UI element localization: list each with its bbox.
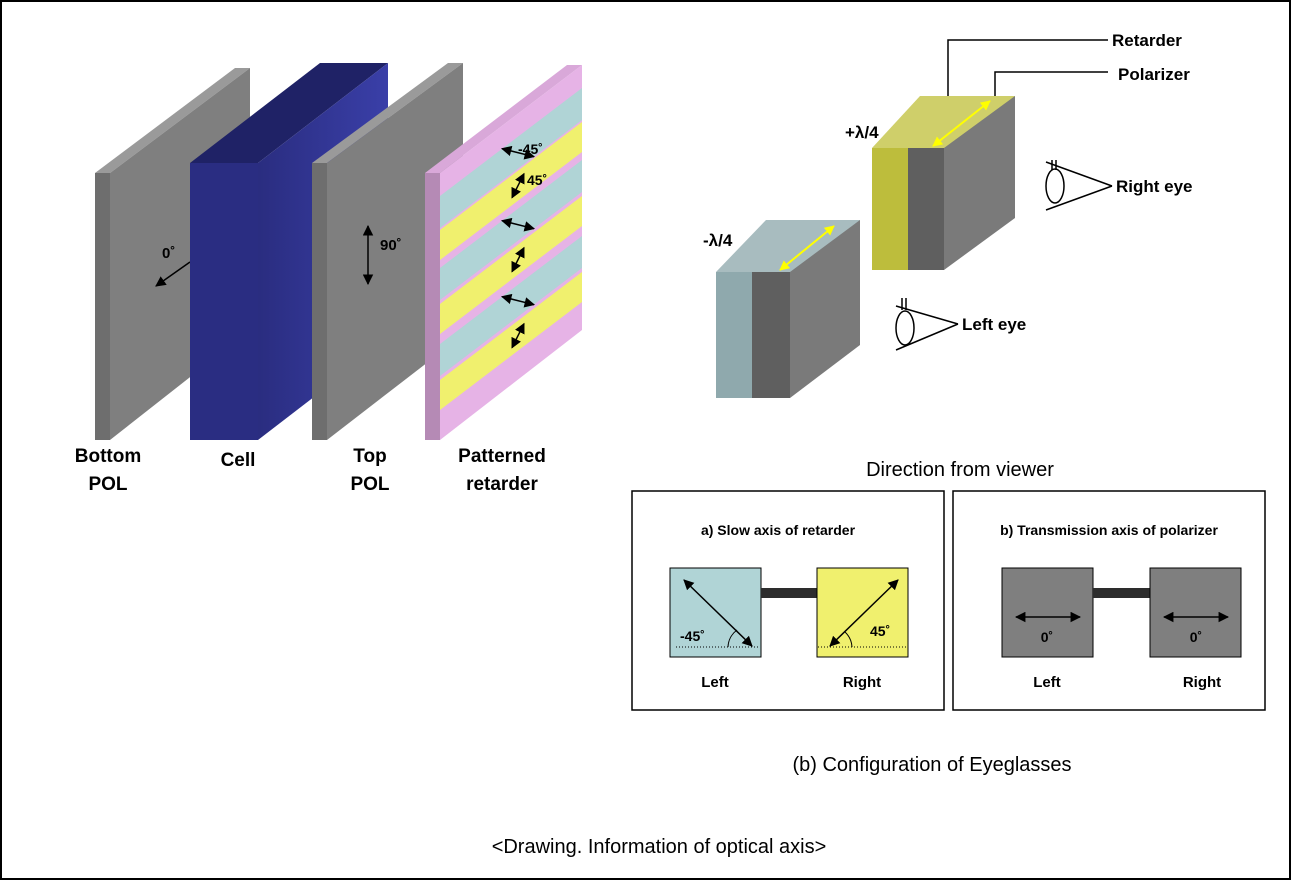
left-retarder-angle: -45˚ (680, 628, 705, 644)
right-retarder-square (816, 567, 909, 658)
minus-quarter-wave-label: -λ/4 (703, 231, 733, 250)
polarizer-right-label: Right (1183, 674, 1221, 691)
plus-quarter-wave-label: +λ/4 (845, 123, 879, 142)
stripe-angle-minus45: -45˚ (518, 141, 543, 157)
glasses-bridge-b (1093, 588, 1150, 598)
retarder-left-label: Left (701, 674, 729, 691)
polarizer-left-label: Left (1033, 674, 1061, 691)
patterned-retarder-plate (425, 65, 582, 440)
bottom-pol-angle: 0˚ (162, 245, 175, 262)
right-lens-block (872, 96, 1015, 270)
top-pol-angle: 90˚ (380, 237, 402, 254)
top-pol-label-line2: POL (350, 474, 389, 495)
bottom-pol-label-line1: Bottom (75, 446, 141, 467)
left-slow-axis-arrow (683, 579, 753, 647)
right-eye-label: Right eye (1116, 177, 1193, 196)
right-polarizer-angle: 0˚ (1190, 629, 1202, 645)
left-lens-axis-arrow (779, 225, 835, 271)
retarder-stripe (440, 272, 582, 410)
retarder-right-label: Right (843, 674, 881, 691)
glasses-bridge-a (761, 588, 817, 598)
left-eye-label: Left eye (962, 315, 1026, 334)
bottom-pol-label-line2: POL (88, 474, 127, 495)
retarder-stripes (440, 88, 582, 410)
bottom-pol-axis-arrow (155, 261, 191, 287)
right-eye-icon (1045, 160, 1113, 211)
stripe-axis-arrow (511, 246, 525, 273)
cell-label: Cell (221, 450, 256, 471)
retarder-leader-line (947, 39, 1108, 96)
stripe-axis-arrow (500, 145, 536, 160)
polarizer-leader-line (994, 71, 1108, 96)
patterned-retarder-label-line1: Patterned (458, 446, 546, 467)
direction-title: Direction from viewer (866, 459, 1054, 481)
stripe-axis-arrow (500, 293, 536, 308)
retarder-label: Retarder (1112, 31, 1182, 50)
retarder-stripe (440, 196, 582, 334)
patterned-retarder-label-line2: retarder (466, 474, 538, 495)
right-angle-arc (844, 631, 853, 648)
right-slow-axis-arrow (829, 579, 899, 647)
left-polarizer-angle: 0˚ (1041, 629, 1053, 645)
stripe-axis-arrow (511, 172, 525, 199)
left-lens-block (716, 220, 860, 398)
stripe-axis-arrow (500, 217, 536, 232)
right-retarder-angle: 45˚ (870, 623, 890, 639)
drawing-caption: <Drawing. Information of optical axis> (492, 836, 827, 858)
stripe-axis-arrow (511, 322, 525, 349)
stripe-angle-plus45: 45˚ (527, 172, 547, 188)
left-angle-arc (727, 629, 738, 648)
retarder-stripe (440, 122, 582, 260)
config-caption: (b) Configuration of Eyeglasses (792, 754, 1071, 776)
retarder-axis-box-title: a) Slow axis of retarder (701, 522, 856, 538)
top-pol-label-line1: Top (353, 446, 386, 467)
left-eye-icon (895, 298, 959, 351)
polarizer-axis-box-title: b) Transmission axis of polarizer (1000, 522, 1218, 538)
right-lens-axis-arrow (932, 100, 991, 147)
polarizer-label: Polarizer (1118, 65, 1190, 84)
